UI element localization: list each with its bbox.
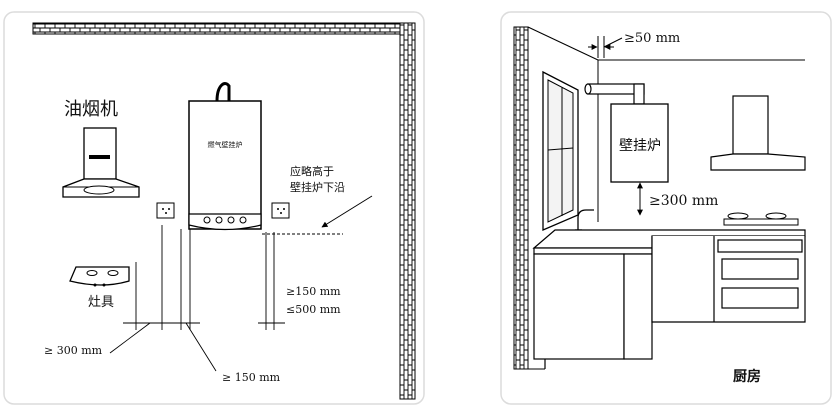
socket-left [156,202,175,219]
wall-boiler [188,82,262,231]
dim-top-clearance: ≥50 mm [624,31,680,46]
dim-stove-distance: ≥ 300 mm [44,344,103,357]
lower-cabinets [533,236,806,369]
stove [69,266,130,287]
range-hood [710,95,806,171]
kitchen-brick-wall [513,26,529,370]
range-hood-label: 油烟机 [64,99,118,120]
side-brick-wall [399,22,416,400]
gas-cooktop [723,212,799,226]
dim-hood-distance: ≥300 mm [649,193,718,209]
top-clearance-dimension [588,36,623,58]
right-panel: ≥50 mm 壁挂炉 ≥300 mm [500,11,832,405]
boiler-label: 燃气壁挂炉 [208,140,243,149]
boiler-label: 壁挂炉 [619,138,661,154]
dim-height-max: ≤500 mm [286,303,341,316]
note-line-1: 应略高于 [290,164,334,178]
ceiling-brick-wall [32,22,416,35]
note-leader-arrow [321,195,373,228]
kitchen-window [542,70,579,231]
wall-boiler [610,103,669,183]
flue-pipe [584,83,645,105]
dim-side-distance: ≥ 150 mm [222,371,281,384]
dim-height-min: ≥150 mm [286,285,341,298]
socket-right [271,202,290,219]
left-panel: 油烟机 燃气壁挂炉 应略高于 壁挂炉 [3,11,425,405]
room-label: 厨房 [733,368,761,385]
stove-label: 灶具 [88,295,114,310]
note-line-2: 壁挂炉下沿 [290,180,345,194]
range-hood [62,127,140,198]
dimension-lines [109,225,285,372]
